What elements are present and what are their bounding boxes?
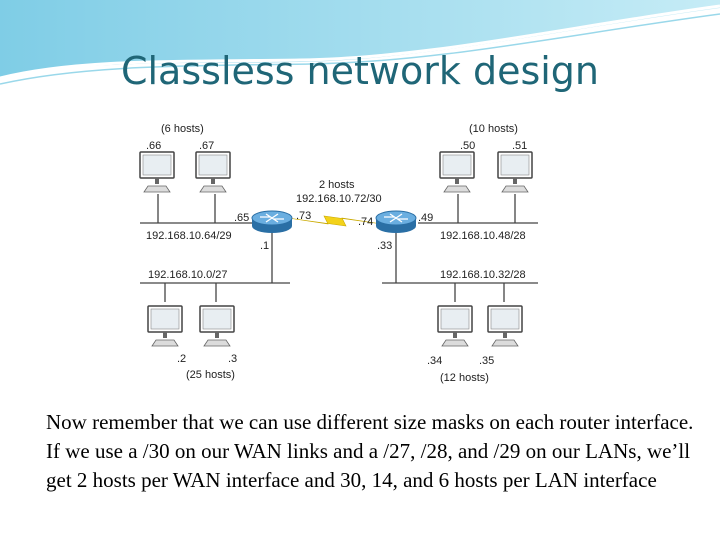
pc-51-ip: .51 [512, 140, 527, 152]
slide-body-text: Now remember that we can use different s… [46, 410, 694, 492]
lan-top-left-network: 192.168.10.64/29 [146, 230, 232, 242]
router-left-lan-b-ip: .1 [260, 240, 269, 252]
header-wave-decoration [0, 0, 720, 85]
wan-hosts-label: 2 hosts [319, 179, 355, 191]
pc-67-ip: .67 [199, 140, 214, 152]
wan-network-label: 192.168.10.72/30 [296, 193, 382, 205]
lan-bottom-left-network: 192.168.10.0/27 [148, 269, 228, 281]
router-right-icon [375, 210, 417, 234]
pc-35-icon [487, 305, 523, 347]
lan-top-right-hosts-label: (10 hosts) [469, 123, 518, 135]
pc-3-icon [199, 305, 235, 347]
lan-top-right-network: 192.168.10.48/28 [440, 230, 526, 242]
pc-34-ip: .34 [427, 355, 442, 367]
lan-bottom-right-hosts-label: (12 hosts) [440, 372, 489, 384]
router-left-lan-a-ip: .65 [234, 212, 249, 224]
lan-top-left-hosts-label: (6 hosts) [161, 123, 204, 135]
pc-51-icon [497, 151, 533, 193]
pc-2-icon [147, 305, 183, 347]
pc-67-icon [195, 151, 231, 193]
pc-35-ip: .35 [479, 355, 494, 367]
pc-2-ip: .2 [177, 353, 186, 365]
network-diagram: (6 hosts) .66 .67 (10 hosts) .50 .51 2 h… [139, 123, 538, 384]
pc-3-ip: .3 [228, 353, 237, 365]
pc-66-ip: .66 [146, 140, 161, 152]
pc-50-icon [439, 151, 475, 193]
pc-66-icon [139, 151, 175, 193]
lan-bottom-right-network: 192.168.10.32/28 [440, 269, 526, 281]
slide-title: Classless network design [120, 49, 600, 93]
router-right-lan-b-ip: .33 [377, 240, 392, 252]
router-left-icon [251, 210, 293, 234]
router-right-lan-a-ip: .49 [418, 212, 433, 224]
router-left-wan-ip: .73 [296, 210, 311, 222]
pc-50-ip: .50 [460, 140, 475, 152]
pc-34-icon [437, 305, 473, 347]
router-right-wan-ip: .74 [358, 216, 373, 228]
lan-bottom-left-hosts-label: (25 hosts) [186, 369, 235, 381]
